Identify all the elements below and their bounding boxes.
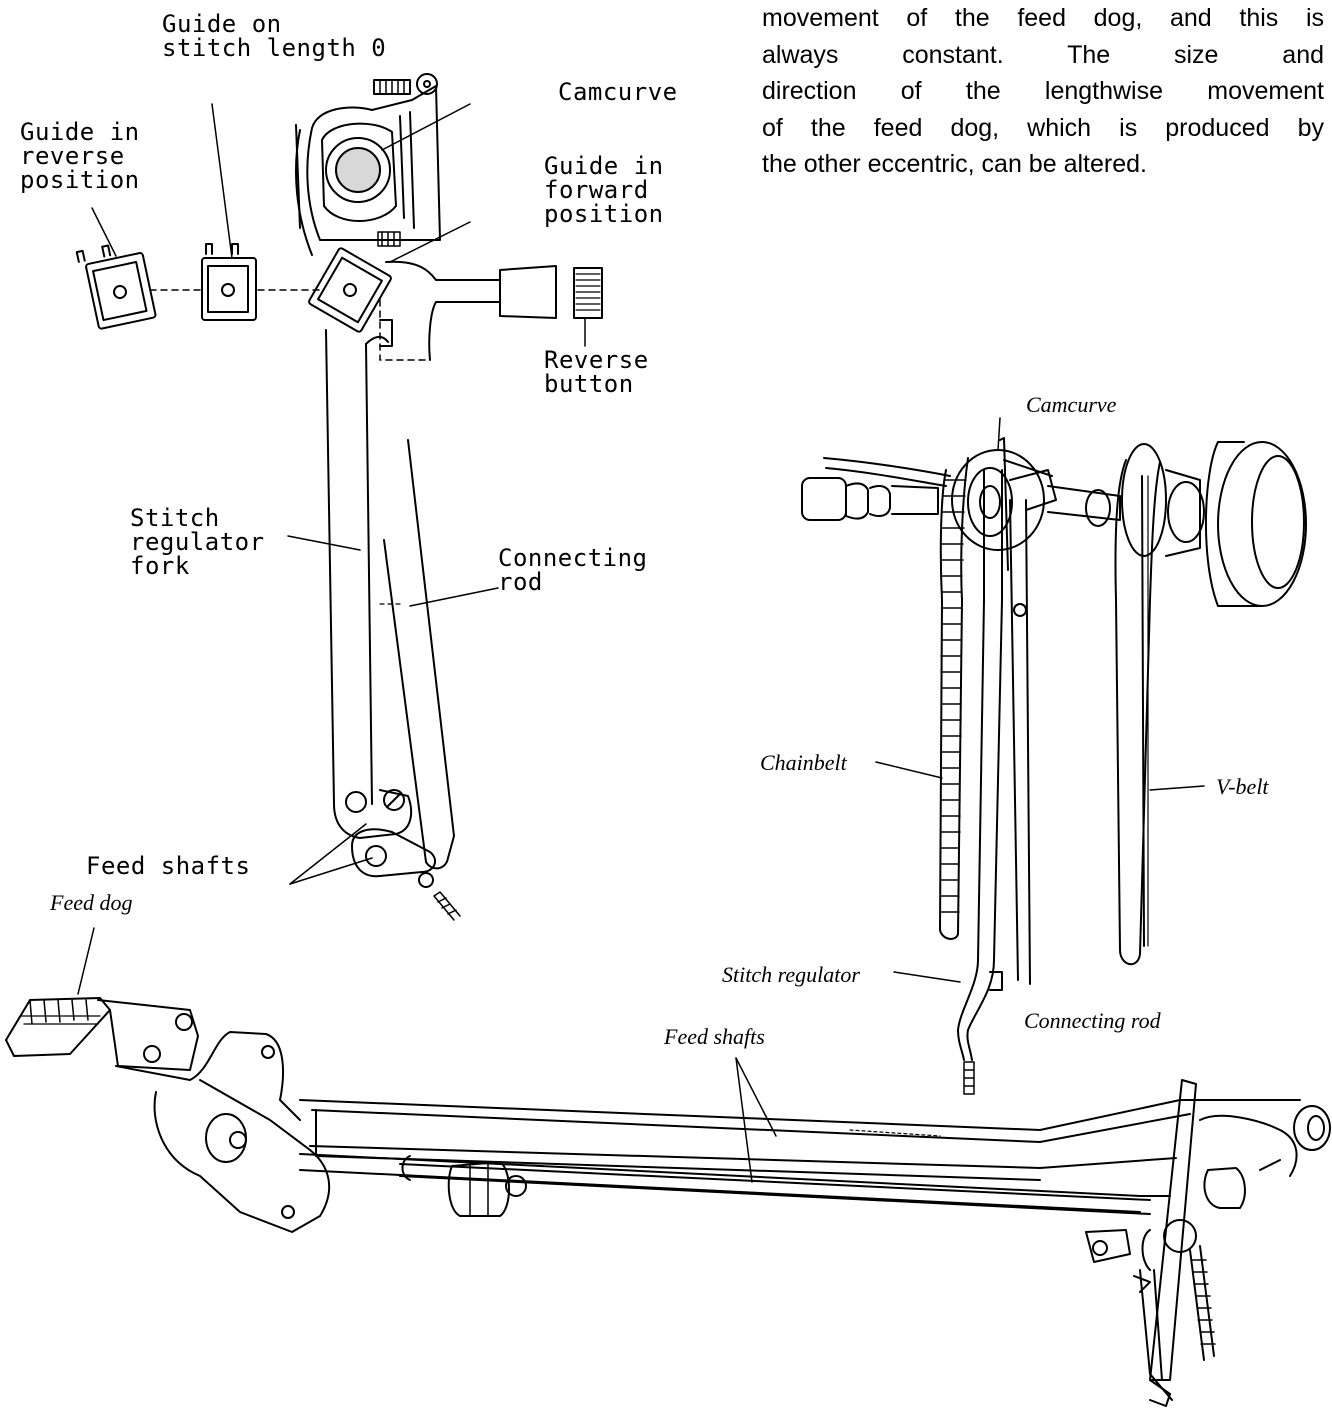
- label-stitch-regulator: Stitch regulator: [722, 962, 860, 987]
- label-chainbelt: Chainbelt: [760, 750, 847, 775]
- label-v-belt: V-belt: [1216, 774, 1269, 799]
- paragraph-line-5: the other eccentric, can be altered.: [762, 150, 1147, 178]
- label-feed-dog: Feed dog: [50, 890, 133, 915]
- stitch-regulator-diagram: [75, 73, 603, 921]
- top-spring: [373, 73, 438, 95]
- label-feed-shafts-upper: Feed shafts: [86, 852, 251, 880]
- shaft-left: [823, 457, 951, 477]
- shaft-coupling: [801, 477, 939, 521]
- upper-leaders: [91, 103, 586, 885]
- paragraph-line-1: movement of the feed dog, and this is: [762, 4, 1324, 32]
- connecting-rod-part: [351, 439, 461, 921]
- feed-dog-part: [5, 997, 199, 1071]
- right-leaders: [875, 417, 1205, 983]
- chainbelt-part: [939, 457, 969, 940]
- label-guide-stitch-zero: Guide on stitch length 0: [162, 10, 387, 62]
- guide-spring: [377, 231, 401, 247]
- paragraph-line-3: direction of the lengthwise movement: [762, 77, 1324, 105]
- regulator-rods: [957, 459, 1057, 1095]
- label-guide-forward: Guide in forward position: [544, 152, 664, 228]
- label-connecting-rod-upper: Connecting rod: [498, 544, 648, 596]
- label-feed-shafts-lower: Feed shafts: [664, 1024, 765, 1049]
- feed-right-end: [1085, 1079, 1331, 1407]
- pulley-vbelt: [1047, 441, 1307, 965]
- feed-bracket: [115, 1031, 330, 1233]
- camcurve-housing: [295, 85, 441, 256]
- label-guide-reverse: Guide in reverse position: [20, 118, 140, 194]
- label-stitch-regulator-fork: Stitch regulator fork: [130, 504, 265, 580]
- body-paragraph: movement of the feed dog, and this is al…: [762, 0, 1324, 183]
- reverse-button-arm: [379, 260, 603, 361]
- stitch-regulator-fork: [325, 329, 413, 839]
- camcurve-wheel: [951, 437, 1045, 571]
- feed-shaft-diagram: [5, 927, 1331, 1407]
- guide-stitch-zero: [201, 243, 257, 321]
- label-camcurve-upper: Camcurve: [558, 78, 678, 106]
- feed-shafts-part: [299, 1099, 1301, 1217]
- label-connecting-rod-right: Connecting rod: [1024, 1008, 1161, 1033]
- label-reverse-button: Reverse button: [544, 346, 649, 398]
- paragraph-line-4: of the feed dog, which is produced by: [762, 113, 1324, 142]
- label-camcurve-right: Camcurve: [1026, 392, 1117, 417]
- guide-forward: [308, 247, 392, 333]
- belt-drive-diagram: [801, 417, 1307, 1095]
- guide-reverse: [75, 244, 157, 330]
- bottom-leaders: [77, 927, 777, 1183]
- paragraph-line-2: always constant. The size and: [762, 40, 1324, 69]
